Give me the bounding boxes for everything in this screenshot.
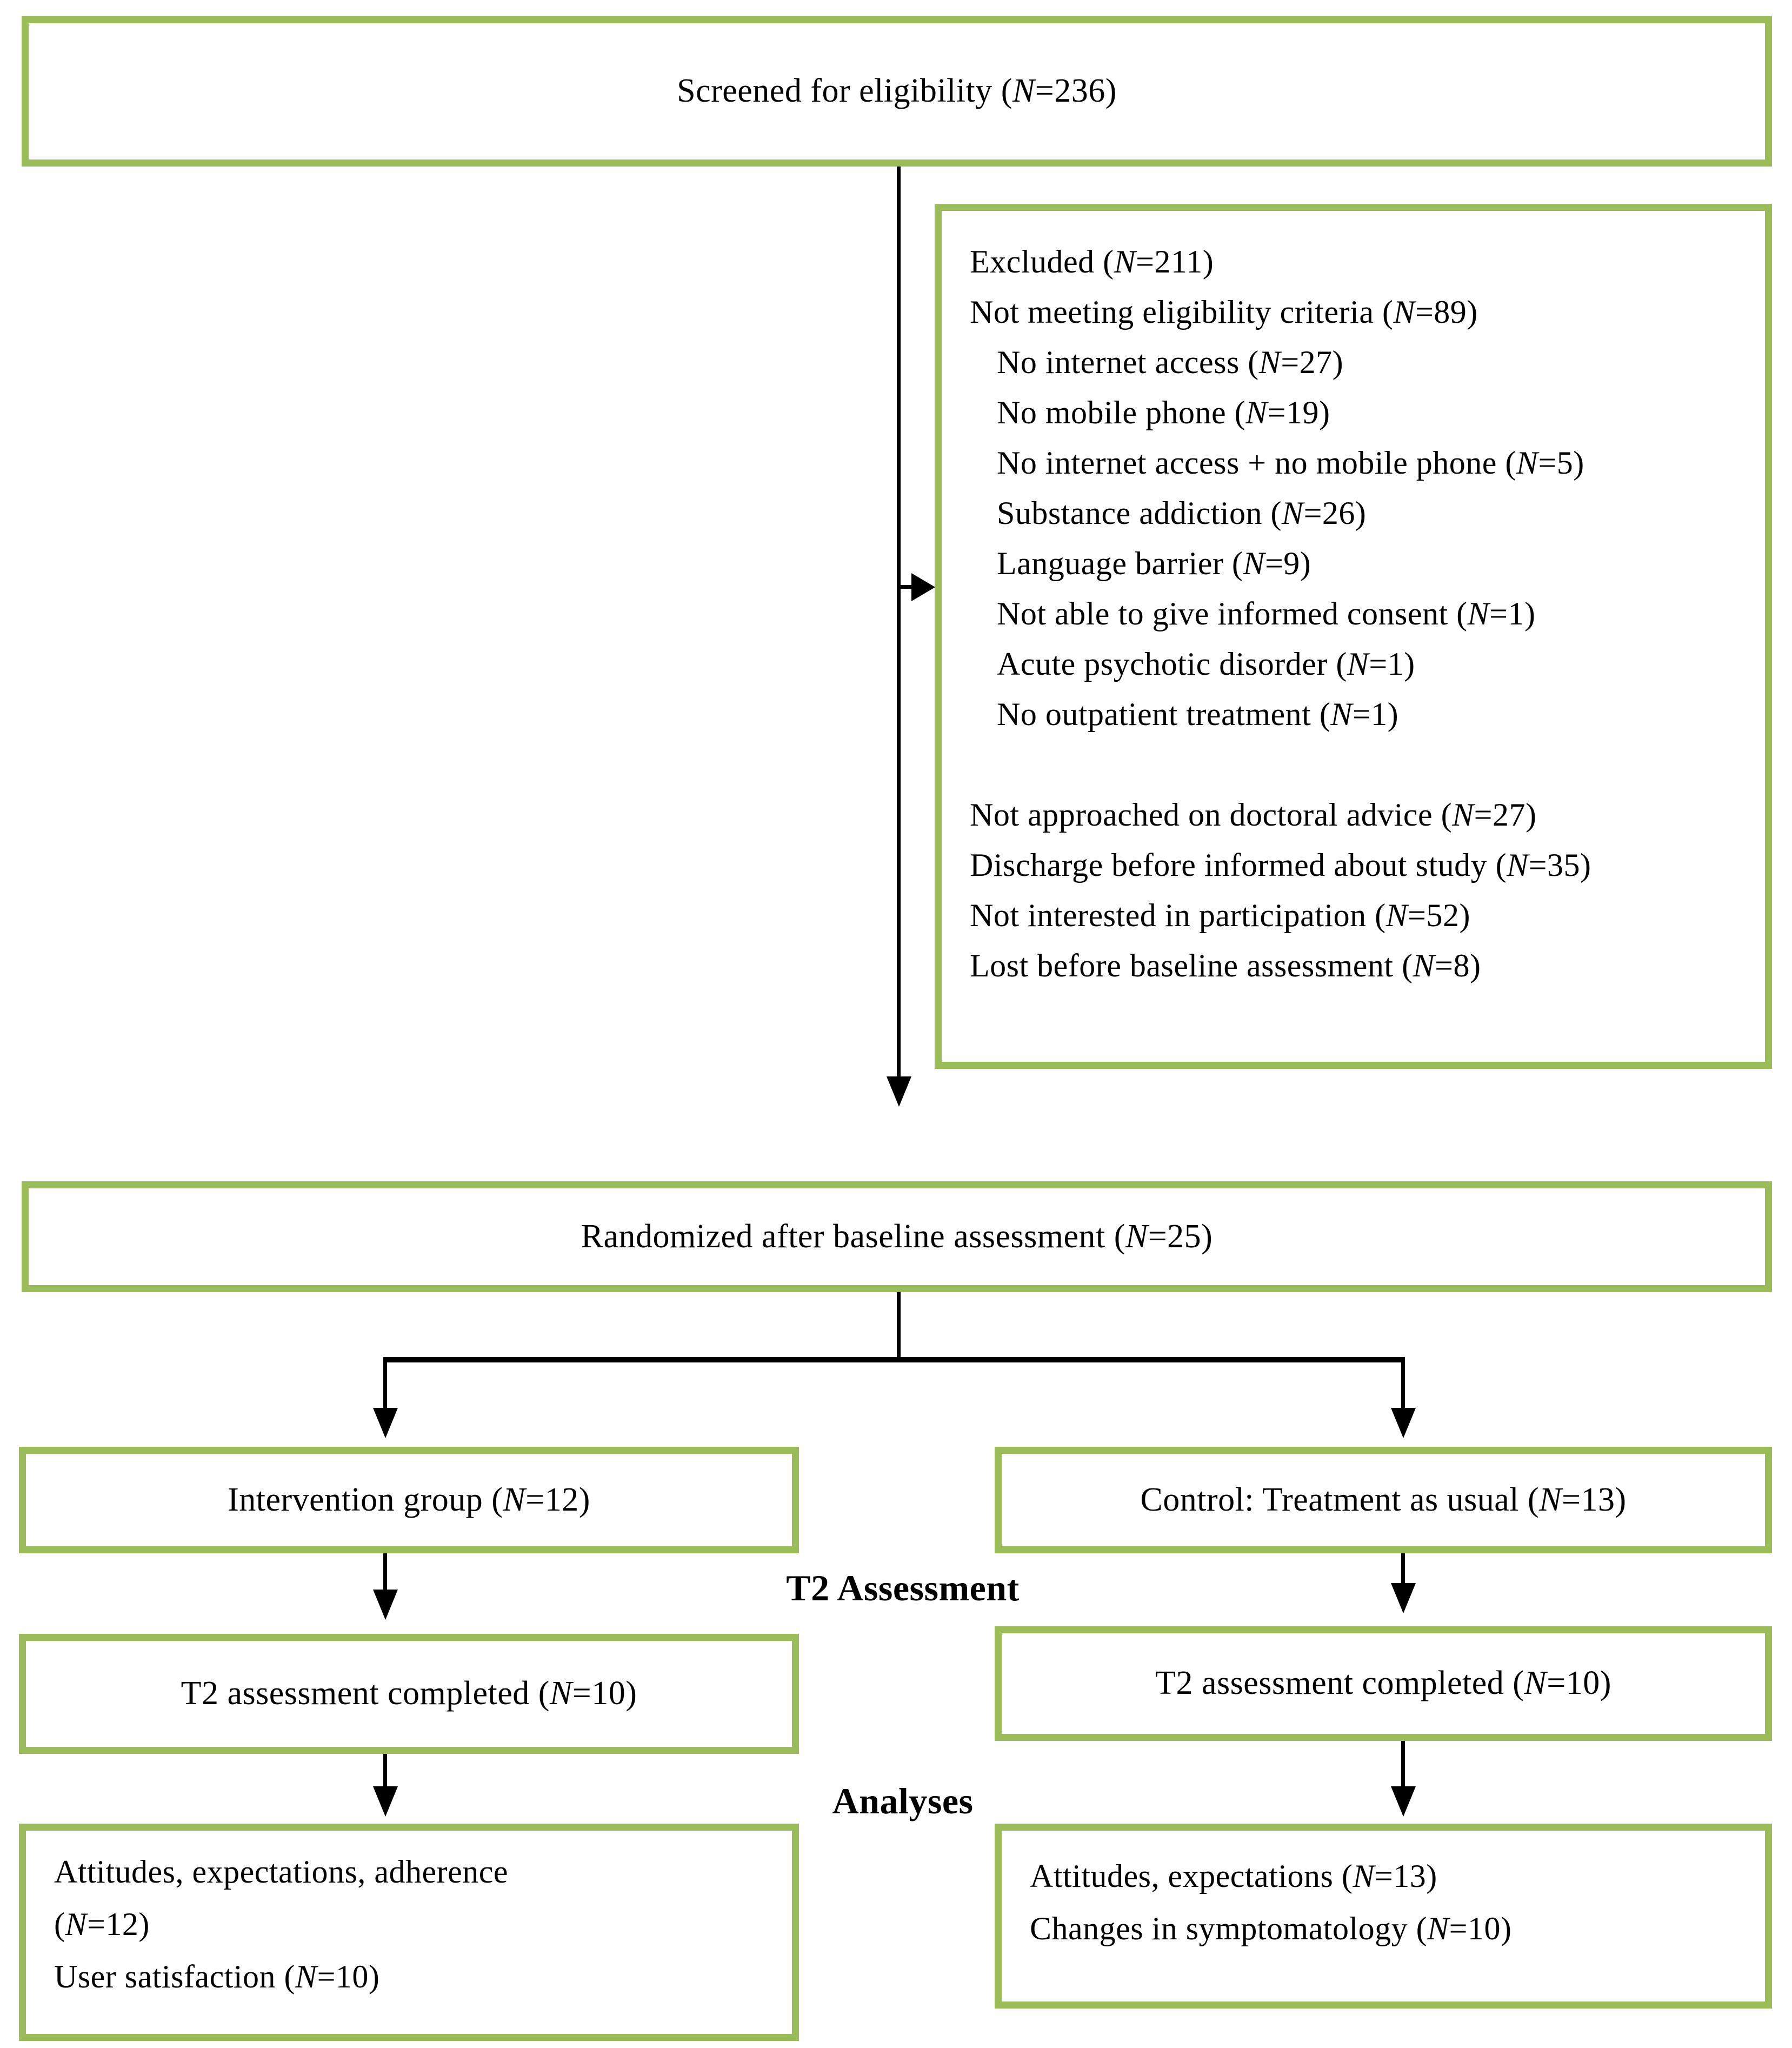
analysis-line: Attitudes, expectations, adherence (N=12… — [54, 1854, 509, 1942]
excluded-line: No mobile phone (N=19) — [997, 395, 1330, 430]
t2-right-box: T2 assessment completed (N=10) — [995, 1626, 1772, 1741]
analysis-line: User satisfaction (N=10) — [54, 1959, 380, 1994]
arrow-down-icon — [373, 1590, 398, 1620]
excluded-line: Language barrier (N=9) — [997, 546, 1311, 581]
t2-assessment-label: T2 Assessment — [786, 1567, 1020, 1608]
analysis-right-box: Attitudes, expectations (N=13) Changes i… — [995, 1824, 1772, 2009]
excluded-line: No outpatient treatment (N=1) — [997, 696, 1399, 732]
excluded-box: Excluded (N=211) Not meeting eligibility… — [935, 204, 1772, 1069]
arrow-down-icon — [1391, 1583, 1416, 1613]
analysis-line: Attitudes, expectations (N=13) — [1030, 1858, 1437, 1894]
excluded-line: Not interested in participation (N=52) — [970, 897, 1470, 933]
analyses-label: Analyses — [832, 1780, 974, 1821]
control-box: Control: Treatment as usual (N=13) — [995, 1447, 1772, 1553]
connector-screened-randomized — [897, 167, 901, 1079]
connector-t2right-analysis — [1401, 1741, 1405, 1787]
arrow-down-icon — [1391, 1408, 1416, 1438]
analysis-line: Changes in symptomatology (N=10) — [1030, 1911, 1512, 1946]
arrow-down-icon — [1391, 1786, 1416, 1817]
arrow-down-icon — [373, 1786, 398, 1817]
connector-intervention-t2 — [383, 1553, 387, 1591]
analysis-left-lines: Attitudes, expectations, adherence (N=12… — [54, 1846, 605, 2003]
excluded-line: Discharge before informed about study (N… — [970, 847, 1591, 883]
excluded-list: Excluded (N=211) Not meeting eligibility… — [970, 237, 1749, 991]
t2-left-box: T2 assessment completed (N=10) — [19, 1634, 799, 1754]
arrow-down-icon — [373, 1408, 398, 1438]
connector-split-intervention — [383, 1357, 387, 1409]
excluded-line: Acute psychotic disorder (N=1) — [997, 646, 1415, 682]
analysis-right-lines: Attitudes, expectations (N=13) Changes i… — [1030, 1850, 1749, 1955]
connector-t2left-analysis — [383, 1754, 387, 1787]
excluded-line: Excluded (N=211) — [970, 244, 1214, 280]
intervention-box: Intervention group (N=12) — [19, 1447, 799, 1553]
randomized-box: Randomized after baseline assessment (N=… — [22, 1181, 1772, 1292]
screened-label: Screened for eligibility (N=236) — [677, 72, 1117, 110]
connector-randomized-split — [897, 1292, 901, 1360]
split-bar — [383, 1357, 1405, 1362]
excluded-list-gap — [970, 740, 1749, 790]
t2-right-label: T2 assessment completed (N=10) — [1155, 1665, 1611, 1702]
excluded-line: No internet access + no mobile phone (N=… — [997, 445, 1584, 481]
connector-split-control — [1401, 1357, 1405, 1409]
excluded-line: No internet access (N=27) — [997, 344, 1344, 380]
excluded-line: Not able to give informed consent (N=1) — [997, 596, 1536, 631]
excluded-line: Lost before baseline assessment (N=8) — [970, 948, 1481, 983]
arrow-right-icon — [911, 573, 935, 601]
screened-box: Screened for eligibility (N=236) — [22, 16, 1772, 167]
arrow-down-icon — [887, 1076, 911, 1107]
excluded-line: Substance addiction (N=26) — [997, 495, 1367, 531]
control-label: Control: Treatment as usual (N=13) — [1140, 1481, 1627, 1518]
intervention-label: Intervention group (N=12) — [228, 1481, 590, 1518]
t2-left-label: T2 assessment completed (N=10) — [181, 1675, 637, 1712]
excluded-line: Not meeting eligibility criteria (N=89) — [970, 294, 1478, 330]
excluded-line: Not approached on doctoral advice (N=27) — [970, 797, 1537, 833]
connector-control-t2 — [1401, 1553, 1405, 1584]
analysis-left-box: Attitudes, expectations, adherence (N=12… — [19, 1824, 799, 2041]
connector-excluded-branch — [898, 585, 914, 589]
randomized-label: Randomized after baseline assessment (N=… — [581, 1218, 1213, 1255]
